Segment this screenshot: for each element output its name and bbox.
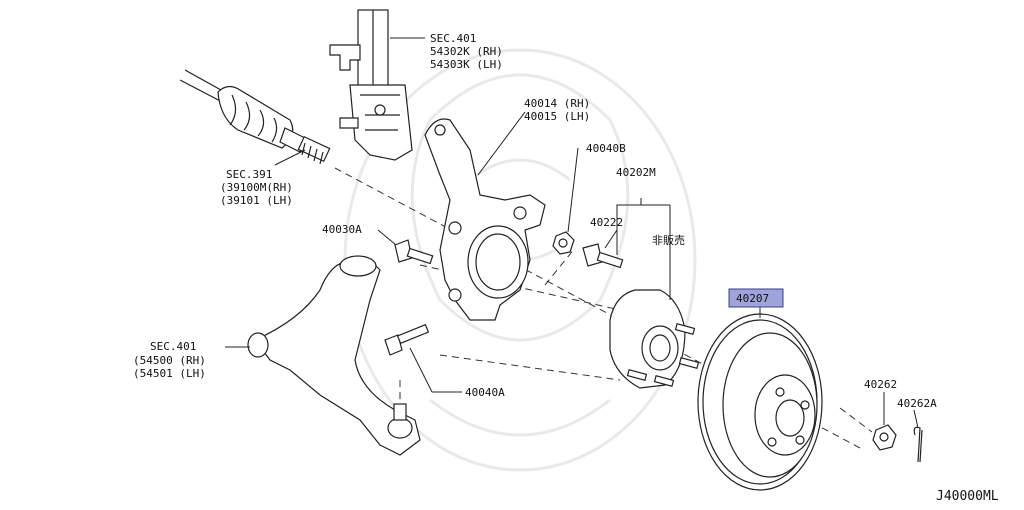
bolt-40222	[582, 243, 624, 269]
label-bolt-40222: 40222	[590, 216, 623, 229]
cotter-pin-40262a	[913, 426, 923, 463]
label-sec391-lh: (39101 (LH)	[220, 194, 293, 207]
label-sec401-top-lh: 54303K (LH)	[430, 58, 503, 71]
bolt-40040a	[384, 323, 430, 356]
nut-40040b	[552, 231, 575, 255]
label-sec401-arm-rh: (54500 (RH)	[133, 354, 206, 367]
steering-knuckle	[424, 118, 546, 321]
callout-labels: SEC.401 54302K (RH) 54303K (LH) 40014 (R…	[133, 32, 999, 504]
nut-40262	[872, 424, 897, 451]
label-sec401-top-rh: 54302K (RH)	[430, 45, 503, 58]
drive-shaft	[179, 69, 331, 165]
bolt-40030a	[394, 239, 434, 265]
label-sec391-rh: (39100M(RH)	[220, 181, 293, 194]
label-not-for-sale: 非販売	[652, 234, 685, 247]
label-rotor-40207: 40207	[736, 292, 769, 305]
diagram-code: J40000ML	[936, 489, 999, 504]
leader-lines	[225, 37, 919, 433]
label-bolt-40030a: 40030A	[322, 223, 362, 236]
lower-control-arm	[247, 255, 421, 456]
label-nut-40040b: 40040B	[586, 142, 626, 155]
label-pin-40262a: 40262A	[897, 397, 937, 410]
label-nut-40262: 40262	[864, 378, 897, 391]
wheel-hub-assembly	[609, 289, 700, 389]
label-sec401-arm: SEC.401	[150, 340, 196, 353]
highlight-box-40207	[728, 288, 784, 308]
label-sec401-arm-lh: (54501 (LH)	[133, 367, 206, 380]
label-knuckle-lh: 40015 (LH)	[524, 110, 590, 123]
strut-assembly	[329, 9, 413, 161]
brake-rotor	[697, 313, 823, 491]
label-knuckle-rh: 40014 (RH)	[524, 97, 590, 110]
label-sec391: SEC.391	[226, 168, 272, 181]
label-hub-40202m: 40202M	[616, 166, 656, 179]
label-bolt-40040a: 40040A	[465, 386, 505, 399]
label-sec401-top: SEC.401	[430, 32, 476, 45]
